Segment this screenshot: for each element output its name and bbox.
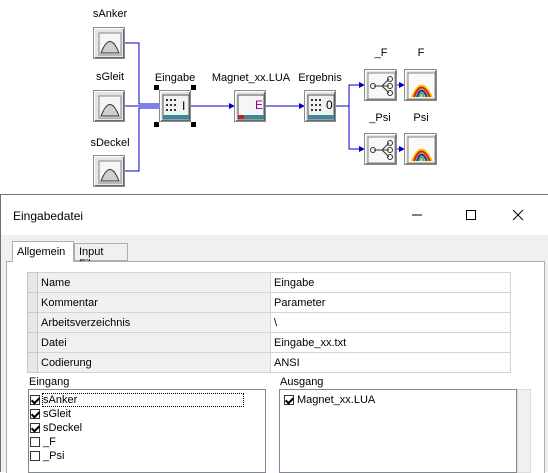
property-key: Kommentar bbox=[37, 292, 271, 313]
title-bar[interactable]: Eingabedatei bbox=[1, 195, 548, 235]
checkbox[interactable] bbox=[30, 409, 40, 419]
wire-sanker bbox=[123, 42, 160, 105]
property-key: Codierung bbox=[37, 352, 271, 373]
distribution-icon bbox=[98, 95, 122, 119]
list-item-label: _F bbox=[43, 436, 56, 448]
graph-wires bbox=[123, 42, 405, 172]
selection-handle[interactable] bbox=[154, 85, 159, 90]
lua-script-node[interactable]: E bbox=[234, 90, 266, 122]
split-node-f[interactable] bbox=[364, 69, 397, 101]
maximize-button[interactable] bbox=[451, 203, 491, 227]
row-gutter bbox=[27, 292, 38, 313]
table-row[interactable]: Kommentar Parameter bbox=[27, 292, 511, 313]
minimize-button[interactable] bbox=[397, 203, 437, 227]
property-value[interactable]: Eingabe bbox=[270, 272, 511, 293]
list-item-label: _Psi bbox=[43, 450, 65, 462]
input-file-icon bbox=[162, 94, 190, 120]
script-icon bbox=[237, 94, 265, 120]
input-file-node[interactable]: I bbox=[159, 90, 191, 122]
row-gutter bbox=[27, 352, 38, 373]
output-glyph: 0 bbox=[326, 98, 333, 112]
output-file-node[interactable]: 0 bbox=[304, 90, 336, 122]
plot-node-psi[interactable] bbox=[404, 133, 437, 165]
properties-dialog: Eingabedatei Allgemein Input File Name E… bbox=[0, 194, 548, 473]
list-item[interactable]: _F bbox=[30, 435, 56, 449]
input-glyph: I bbox=[182, 99, 186, 113]
row-gutter bbox=[27, 312, 38, 333]
property-key: Arbeitsverzeichnis bbox=[37, 312, 271, 333]
contour-plot-icon bbox=[407, 72, 436, 100]
property-key: Datei bbox=[37, 332, 271, 353]
list-item[interactable]: Magnet_xx.LUA bbox=[284, 393, 375, 407]
property-value[interactable]: \ bbox=[270, 312, 511, 333]
distribution-icon bbox=[98, 32, 122, 56]
list-item[interactable]: sDeckel bbox=[30, 421, 82, 435]
selection-handle[interactable] bbox=[191, 122, 196, 127]
list-item-label: sDeckel bbox=[43, 422, 83, 434]
node-label-sdeckel: sDeckel bbox=[90, 137, 130, 149]
table-row[interactable]: Codierung ANSI bbox=[27, 352, 511, 373]
wire-sdeckel bbox=[123, 107, 160, 172]
close-button[interactable] bbox=[498, 203, 538, 227]
source-node-sanker[interactable] bbox=[93, 27, 125, 59]
row-gutter bbox=[27, 272, 38, 293]
table-row[interactable]: Name Eingabe bbox=[27, 272, 511, 293]
contour-plot-icon bbox=[407, 136, 436, 164]
node-label-sgleit: sGleit bbox=[95, 71, 125, 83]
list-item-label: sGleit bbox=[43, 408, 72, 420]
wire-ergebnis-f bbox=[336, 82, 365, 107]
script-glyph: E bbox=[255, 98, 264, 112]
checkbox[interactable] bbox=[30, 451, 40, 461]
tab-allgemein[interactable]: Allgemein bbox=[12, 241, 74, 262]
split-node-psi[interactable] bbox=[364, 133, 397, 165]
source-node-sdeckel[interactable] bbox=[93, 155, 125, 187]
list-item[interactable]: _Psi bbox=[30, 449, 64, 463]
selection-handle[interactable] bbox=[191, 85, 196, 90]
split-icon bbox=[367, 136, 396, 164]
property-value[interactable]: Parameter bbox=[270, 292, 511, 313]
node-label-eingabe: Eingabe bbox=[154, 72, 196, 84]
list-item-label: sAnker bbox=[41, 393, 245, 407]
node-label-magnet: Magnet_xx.LUA bbox=[211, 72, 291, 84]
property-grid: Name Eingabe Kommentar Parameter Arbeits… bbox=[27, 272, 511, 373]
vertical-scrollbar[interactable] bbox=[517, 389, 531, 473]
split-icon bbox=[367, 72, 396, 100]
node-label-split-psi: _Psi bbox=[369, 112, 391, 124]
dialog-title: Eingabedatei bbox=[13, 209, 84, 223]
minimize-icon bbox=[412, 214, 422, 216]
table-row[interactable]: Datei Eingabe_xx.txt bbox=[27, 332, 511, 353]
node-label-sanker: sAnker bbox=[92, 8, 128, 20]
tab-input-file[interactable]: Input File bbox=[74, 243, 128, 270]
checkbox[interactable] bbox=[284, 395, 294, 405]
maximize-icon bbox=[466, 210, 476, 220]
list-item[interactable]: sAnker bbox=[30, 393, 245, 407]
property-value[interactable]: ANSI bbox=[270, 352, 511, 373]
wire-ergebnis-psi bbox=[348, 106, 365, 152]
selection-handle[interactable] bbox=[154, 122, 159, 127]
table-row[interactable]: Arbeitsverzeichnis \ bbox=[27, 312, 511, 333]
list-item[interactable]: sGleit bbox=[30, 407, 71, 421]
ausgang-label: Ausgang bbox=[280, 376, 324, 388]
property-value[interactable]: Eingabe_xx.txt bbox=[270, 332, 511, 353]
row-gutter bbox=[27, 332, 38, 353]
output-file-icon bbox=[307, 94, 335, 120]
eingang-label: Eingang bbox=[29, 376, 70, 388]
source-node-sgleit[interactable] bbox=[93, 90, 125, 122]
distribution-icon bbox=[98, 160, 122, 184]
node-label-plot-f: F bbox=[417, 47, 425, 59]
node-label-ergebnis: Ergebnis bbox=[298, 72, 342, 84]
plot-node-f[interactable] bbox=[404, 69, 437, 101]
checkbox[interactable] bbox=[30, 395, 40, 405]
checkbox[interactable] bbox=[30, 423, 40, 433]
tab-label: Allgemein bbox=[17, 246, 66, 258]
eingang-listbox[interactable]: sAnker sGleit sDeckel _F _Psi bbox=[28, 389, 266, 473]
close-icon bbox=[512, 209, 524, 221]
list-item-label: Magnet_xx.LUA bbox=[297, 394, 376, 406]
checkbox[interactable] bbox=[30, 437, 40, 447]
property-key: Name bbox=[37, 272, 271, 293]
node-label-plot-psi: Psi bbox=[413, 112, 429, 124]
node-label-split-f: _F bbox=[374, 47, 388, 59]
ausgang-listbox[interactable]: Magnet_xx.LUA bbox=[279, 389, 517, 473]
